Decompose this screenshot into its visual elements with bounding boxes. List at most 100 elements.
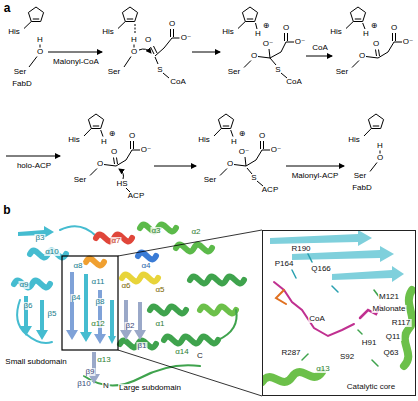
inset-panel: R190P164Q166M121MalonateR117Q11Q63S92H91… <box>262 230 416 396</box>
reagent-label: holo-ACP <box>17 162 51 170</box>
structure-label: β5 <box>46 310 57 318</box>
structure-label: C <box>196 352 204 360</box>
atom-label: O⁻ <box>181 34 191 42</box>
atom-label: Ser <box>14 68 26 76</box>
atom-label: O <box>377 154 383 162</box>
atom-label: His <box>348 136 360 144</box>
atom-label: O <box>111 148 117 156</box>
structure-label: β10 <box>76 380 92 388</box>
atom-label: His <box>330 28 342 36</box>
atom-label: O <box>373 40 379 48</box>
atom-label: S <box>157 66 162 74</box>
zoom-line <box>118 350 262 396</box>
atom-label: O⁻ <box>403 38 413 46</box>
structure-label: α8 <box>72 262 83 270</box>
zoom-box <box>62 256 118 350</box>
panel-letter: a <box>4 2 11 14</box>
structure-label: Large subdomain <box>118 384 182 392</box>
atom-label: His <box>198 136 210 144</box>
reagent-label: Malonyl-ACP <box>292 172 339 180</box>
structure-label: α13 <box>96 356 112 364</box>
atom-label: His <box>68 136 80 144</box>
panel-letter: b <box>3 204 10 216</box>
atom-label: Ser <box>74 176 86 184</box>
atom-label: His <box>102 28 114 36</box>
residue-label: H91 <box>361 339 378 347</box>
atom-label: FabD <box>12 80 32 88</box>
atom-label: Ser <box>228 68 240 76</box>
atom-label: ⊕ <box>371 22 378 30</box>
panel-caption: Catalytic core <box>346 383 396 391</box>
atom-label: O⁻ <box>295 38 305 46</box>
atom-label: O <box>251 52 257 60</box>
structure-label: α12 <box>90 320 106 328</box>
residue-label: Q166 <box>310 265 332 273</box>
atom-label: ⊕ <box>263 22 270 30</box>
structure-label: α9 <box>18 281 29 289</box>
atom-label: O <box>97 160 103 168</box>
reagent-label: Malonyl-CoA <box>53 58 99 66</box>
structure-label: α5 <box>154 286 165 294</box>
atom-label: ACP <box>262 186 278 194</box>
atom-label: O <box>259 132 265 140</box>
atom-label: Ser <box>336 68 348 76</box>
atom-label: O <box>169 20 175 28</box>
residue-label: M121 <box>378 293 400 301</box>
structure-label: β2 <box>124 322 135 330</box>
atom-label: HS <box>116 180 127 188</box>
atom-label: ⊕ <box>239 130 246 138</box>
atom-label: O <box>37 48 43 56</box>
residue-label: Q63 <box>382 349 399 357</box>
structure-label: β6 <box>22 302 33 310</box>
atom-label: O⁻ <box>239 148 249 156</box>
atom-label: Ser <box>108 68 120 76</box>
atom-label: S <box>275 66 280 74</box>
atom-label: H <box>37 36 43 44</box>
residue-label: P164 <box>274 260 295 268</box>
residue-label: CoA <box>308 315 326 323</box>
atom-label: FabD <box>352 184 372 192</box>
structure-label: β8 <box>94 298 105 306</box>
structure-label: β9 <box>84 368 95 376</box>
structure-label: α7 <box>110 237 121 245</box>
catalytic-core-artwork <box>262 230 416 396</box>
structure-label: α10 <box>44 248 60 256</box>
atom-label: His <box>8 28 20 36</box>
residue-label: R117 <box>391 319 412 327</box>
residue-label: R287 <box>280 349 301 357</box>
atom-label: H <box>231 138 237 146</box>
atom-label: O <box>145 36 151 44</box>
residue-label: S92 <box>339 353 355 361</box>
reaction-scheme <box>6 7 402 192</box>
reagent-label: CoA <box>312 44 328 52</box>
atom-label: O⁻ <box>141 146 151 154</box>
structure-label: α6 <box>120 282 131 290</box>
structure-label: Small subdomain <box>4 358 67 366</box>
atom-label: O <box>359 52 365 60</box>
atom-label: CoA <box>286 78 302 86</box>
structure-label: α14 <box>174 348 190 356</box>
atom-label: O <box>391 24 397 32</box>
atom-label: O <box>283 24 289 32</box>
structure-label: α4 <box>140 262 151 270</box>
structure-label: β4 <box>70 294 81 302</box>
structure-label: α1 <box>154 320 165 328</box>
structure-label: α11 <box>91 278 106 286</box>
residue-label: Q11 <box>385 333 402 341</box>
atom-label: ACP <box>128 192 144 200</box>
atom-label: CoA <box>170 78 186 86</box>
atom-label: H <box>377 142 383 150</box>
atom-label: Ser <box>204 176 216 184</box>
atom-label: O⁻ <box>271 146 281 154</box>
residue-label: Malonate <box>372 305 407 313</box>
structure-label: β3 <box>34 234 45 242</box>
residue-label: α13 <box>315 365 331 373</box>
atom-label: His <box>222 28 234 36</box>
atom-label: ⊕ <box>109 130 116 138</box>
structure-label: β1 <box>136 342 147 350</box>
atom-label: H <box>255 30 261 38</box>
structure-label: N <box>102 382 110 390</box>
atom-label: O <box>227 160 233 168</box>
atom-label: O <box>129 132 135 140</box>
